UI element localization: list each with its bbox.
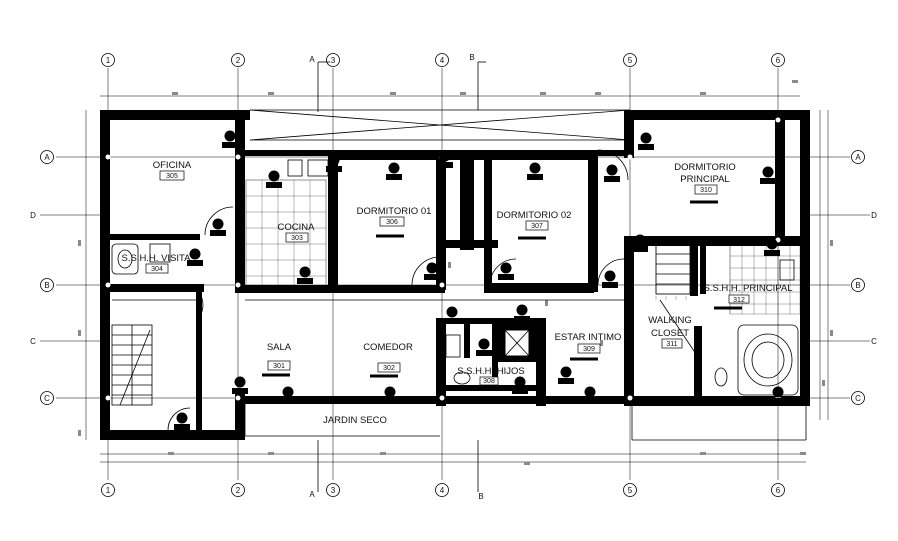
- room-comedor: COMEDOR: [363, 342, 413, 353]
- room-labels: OFICINA 305 COCINA 303 DORMITORIO 01 306…: [122, 160, 793, 426]
- room-dormitorio-01: DORMITORIO 01: [357, 206, 432, 217]
- room-code-walking-closet: 311: [666, 341, 677, 348]
- axis-2-top: 2: [236, 56, 241, 65]
- axis-bubbles-right: A D B C C: [851, 150, 877, 405]
- room-code-sala: 301: [273, 363, 285, 370]
- room-dormitorio-principal-line2: PRINCIPAL: [680, 174, 729, 185]
- room-code-comedor: 302: [383, 365, 395, 372]
- room-code-dormitorio-principal: 310: [700, 187, 712, 194]
- room-dormitorio-principal: DORMITORIO: [674, 162, 736, 173]
- room-jardin-seco: JARDIN SECO: [323, 415, 387, 426]
- axis-d-right: D: [871, 211, 877, 220]
- axis-1-bottom: 1: [106, 486, 111, 495]
- stairs: [111, 243, 691, 406]
- section-a-bottom: A: [309, 490, 315, 499]
- axis-2-bottom: 2: [236, 486, 241, 495]
- axis-bubbles-top: 1 2 3 4 5 6 A B: [101, 53, 785, 67]
- room-code-sshh-principal: 312: [733, 297, 745, 304]
- thin-lines: [112, 109, 807, 441]
- room-code-sshh-visita: 304: [151, 266, 163, 273]
- axis-c-right: C: [871, 337, 877, 346]
- room-cocina: COCINA: [278, 222, 316, 233]
- axis-b-right: B: [855, 281, 860, 290]
- axis-1-top: 1: [106, 56, 111, 65]
- axis-a-right: A: [855, 153, 861, 162]
- axis-d-left: D: [30, 211, 36, 220]
- dimension-ticks: [78, 80, 833, 465]
- axis-c2-right: C: [855, 394, 861, 403]
- room-code-cocina: 303: [291, 235, 303, 242]
- axis-5-top: 5: [628, 56, 633, 65]
- room-sshh-hijos: S.S.H.H. HIJOS: [457, 366, 525, 377]
- axis-4-top: 4: [440, 56, 445, 65]
- axis-a-left: A: [44, 153, 50, 162]
- room-code-sshh-hijos: 308: [483, 378, 495, 385]
- axis-6-bottom: 6: [776, 486, 781, 495]
- furniture-icons: [174, 130, 786, 430]
- room-code-dormitorio-02: 307: [531, 223, 543, 230]
- axis-bubbles-bottom: 1 2 3 4 5 6 A B: [101, 483, 785, 501]
- axis-3-top: 3: [331, 56, 336, 65]
- axis-c-left: C: [30, 337, 36, 346]
- room-oficina: OFICINA: [153, 160, 192, 171]
- room-code-dormitorio-01: 306: [386, 219, 398, 226]
- room-code-oficina: 305: [166, 173, 178, 180]
- section-b-top: B: [469, 53, 474, 62]
- axis-6-top: 6: [776, 56, 781, 65]
- room-dormitorio-02: DORMITORIO 02: [497, 210, 572, 221]
- axis-4-bottom: 4: [440, 486, 445, 495]
- room-sala: SALA: [267, 342, 292, 353]
- section-a-top: A: [309, 55, 315, 64]
- axis-5-bottom: 5: [628, 486, 633, 495]
- room-sshh-visita: S.S.H.H. VISITA: [122, 253, 192, 264]
- walls: [100, 110, 810, 440]
- door-swings: [167, 149, 629, 431]
- section-b-bottom: B: [478, 492, 483, 501]
- room-code-estar-intimo: 309: [583, 346, 595, 353]
- room-estar-intimo: ESTAR INTIMO: [555, 332, 622, 343]
- room-walking-closet-line2: CLOSET: [651, 328, 689, 339]
- axis-c2-left: C: [44, 394, 50, 403]
- axis-bubbles-left: A D B C C: [30, 150, 54, 405]
- axis-b-left: B: [44, 281, 49, 290]
- axis-3-bottom: 3: [331, 486, 336, 495]
- room-walking-closet: WALKING: [648, 315, 691, 326]
- room-sshh-principal: S.S.H.H. PRINCIPAL: [703, 283, 792, 294]
